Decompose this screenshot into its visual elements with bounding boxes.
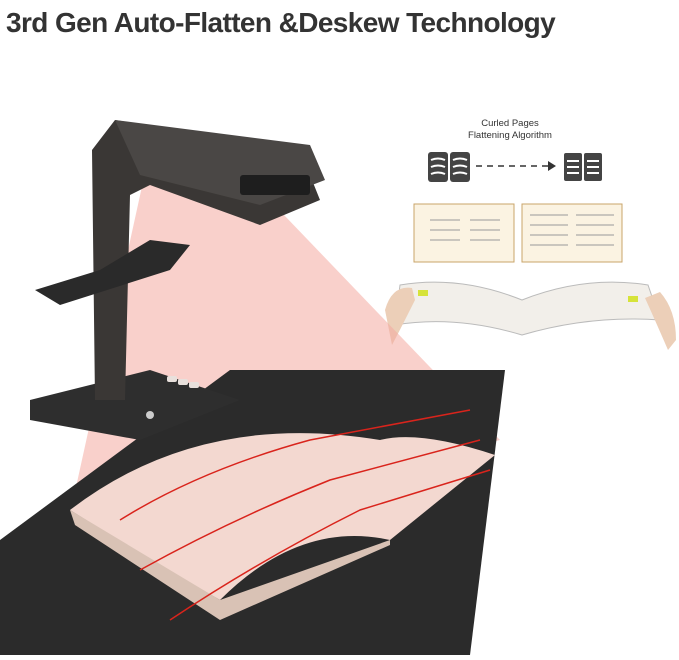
algorithm-caption-line1: Curled Pages — [481, 118, 539, 129]
arrow-right-icon — [476, 161, 556, 171]
flattened-page-sample — [521, 203, 623, 263]
algorithm-caption: Curled Pages Flattening Algorithm — [440, 118, 580, 142]
curled-book-icon — [428, 152, 470, 182]
brand-logo-icon — [146, 411, 154, 419]
open-book — [70, 433, 495, 620]
laser-lines — [119, 409, 491, 621]
curled-page-sample — [413, 203, 515, 263]
scanner-device — [30, 120, 325, 440]
flat-book-icon — [564, 153, 602, 181]
hands-holding-book — [385, 281, 676, 350]
headline: 3rd Gen Auto-Flatten &Deskew Technology — [6, 7, 556, 38]
algorithm-caption-line2: Flattening Algorithm — [468, 130, 552, 141]
